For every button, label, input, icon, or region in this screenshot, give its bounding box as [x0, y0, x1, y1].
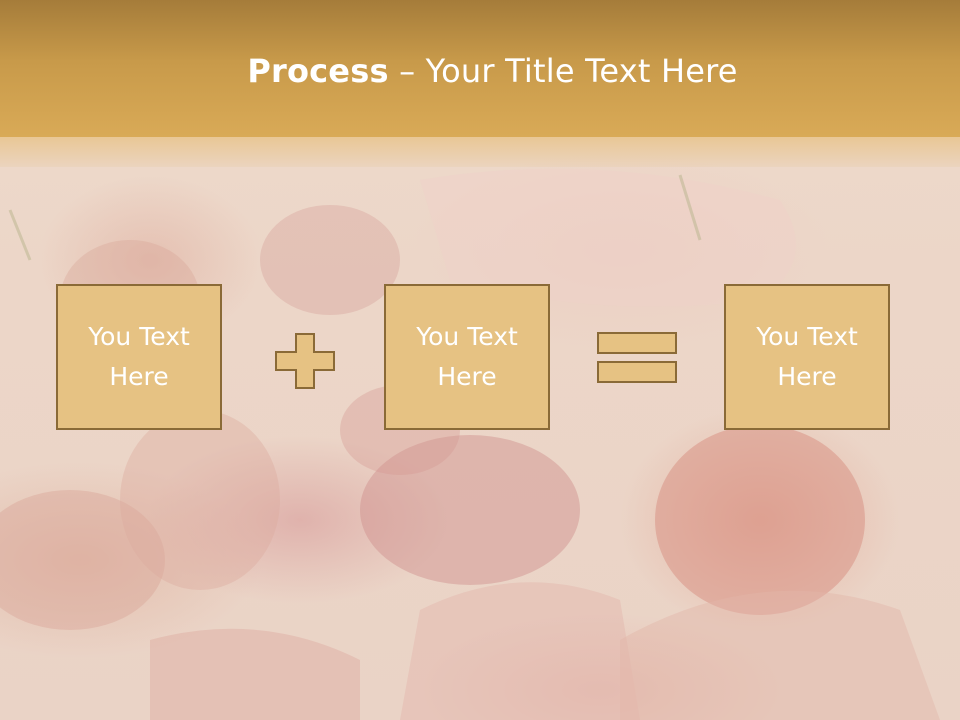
title-bar-shadow	[0, 137, 960, 167]
title-rest: – Your Title Text Here	[388, 52, 738, 90]
title-bold: Process	[247, 52, 389, 90]
title-bar	[0, 0, 960, 137]
equals-icon	[597, 332, 677, 383]
plus-icon	[275, 333, 335, 389]
slide-title: Process – Your Title Text Here	[0, 52, 960, 90]
